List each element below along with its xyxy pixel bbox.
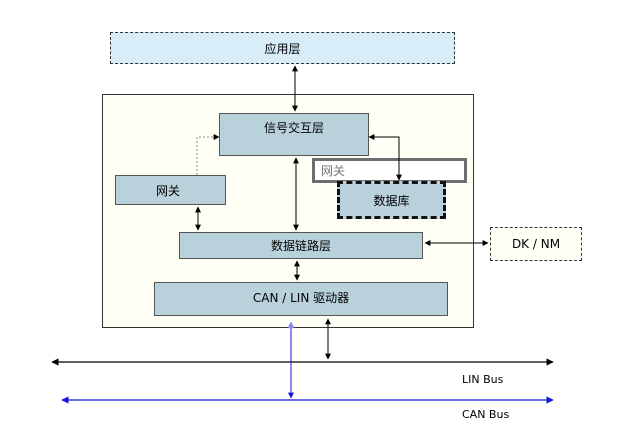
dk-nm-label: DK / NM bbox=[511, 237, 561, 251]
data-link-layer-box: 数据链路层 bbox=[179, 232, 423, 259]
dk-nm-box: DK / NM bbox=[490, 227, 582, 261]
can-lin-driver-label: CAN / LIN 驱动器 bbox=[252, 291, 350, 305]
application-layer-label: 应用层 bbox=[264, 41, 301, 56]
can-lin-driver-box: CAN / LIN 驱动器 bbox=[154, 282, 448, 316]
gateway-frame-label: 网关 bbox=[321, 164, 346, 178]
data-link-layer-label: 数据链路层 bbox=[270, 239, 331, 253]
gateway-box: 网关 bbox=[115, 175, 226, 205]
database-label: 数据库 bbox=[373, 193, 410, 208]
signal-interaction-layer-box: 信号交互层 bbox=[219, 113, 369, 156]
application-layer-box: 应用层 bbox=[110, 32, 455, 64]
lin-bus-label: LIN Bus bbox=[462, 373, 504, 386]
can-bus-label: CAN Bus bbox=[462, 408, 510, 421]
database-box: 数据库 bbox=[337, 181, 446, 219]
gateway-label: 网关 bbox=[156, 183, 181, 198]
gateway-frame-box: 网关 bbox=[312, 158, 467, 183]
signal-interaction-layer-label: 信号交互层 bbox=[263, 121, 324, 135]
